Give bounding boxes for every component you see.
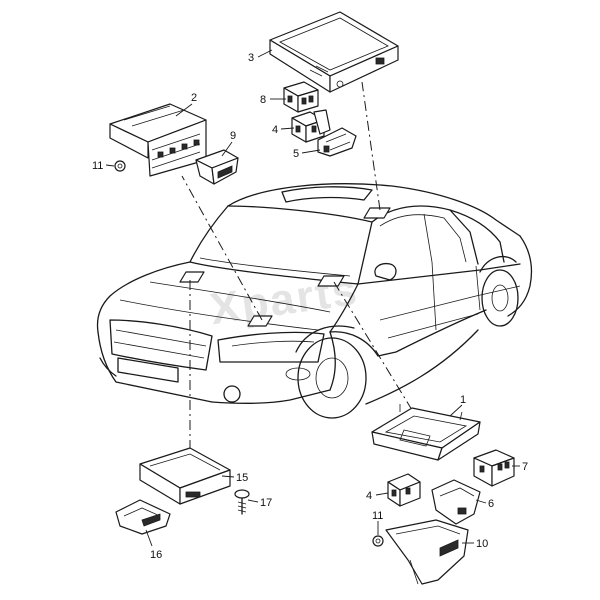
leader-line-roof-module (361, 81, 381, 211)
mount-pad-hood (179, 271, 205, 283)
part-10-holder (385, 519, 469, 585)
callout-7: 7 (522, 461, 528, 473)
mount-pad-roof (363, 207, 391, 219)
part-2-relay-box (109, 103, 207, 177)
callout-11-bottom: 11 (372, 510, 383, 522)
part-16-sensor (115, 499, 171, 535)
mount-pad-wing (317, 275, 345, 287)
part-15-control-unit (139, 447, 231, 505)
part-4-connector-bottom (387, 473, 421, 507)
part-1-fuse-carrier (371, 404, 481, 461)
part-4-connector-top (291, 109, 331, 143)
part-11-nut-top (114, 160, 126, 172)
leader-line-relay-box (181, 175, 263, 321)
part-7-connector (473, 449, 515, 487)
callout-15: 15 (236, 472, 248, 484)
callout-8: 8 (260, 94, 266, 106)
callout-2: 2 (191, 92, 197, 104)
callout-16: 16 (150, 549, 162, 561)
callout-4-bottom: 4 (366, 490, 372, 502)
callout-9: 9 (230, 130, 236, 142)
part-17-screw (234, 489, 250, 515)
callout-5: 5 (293, 148, 299, 160)
part-3-roof-module (269, 11, 399, 93)
callout-4-top: 4 (272, 124, 278, 136)
callout-10: 10 (476, 538, 488, 550)
callout-1: 1 (460, 394, 466, 406)
leader-line-fuse-carrier (333, 281, 413, 411)
part-8-relay-connector (283, 81, 319, 113)
mount-pad-cowl (247, 315, 273, 327)
callout-3: 3 (248, 52, 254, 64)
part-6-bracket (431, 479, 481, 525)
part-5-bracket-top (317, 127, 357, 157)
part-9-relay (195, 149, 239, 185)
part-11-nut-bottom (372, 535, 384, 547)
callout-leaders (105, 49, 520, 547)
callout-17: 17 (260, 497, 272, 509)
callout-11-top: 11 (92, 160, 103, 172)
callout-6: 6 (488, 498, 494, 510)
car-body (96, 183, 533, 419)
